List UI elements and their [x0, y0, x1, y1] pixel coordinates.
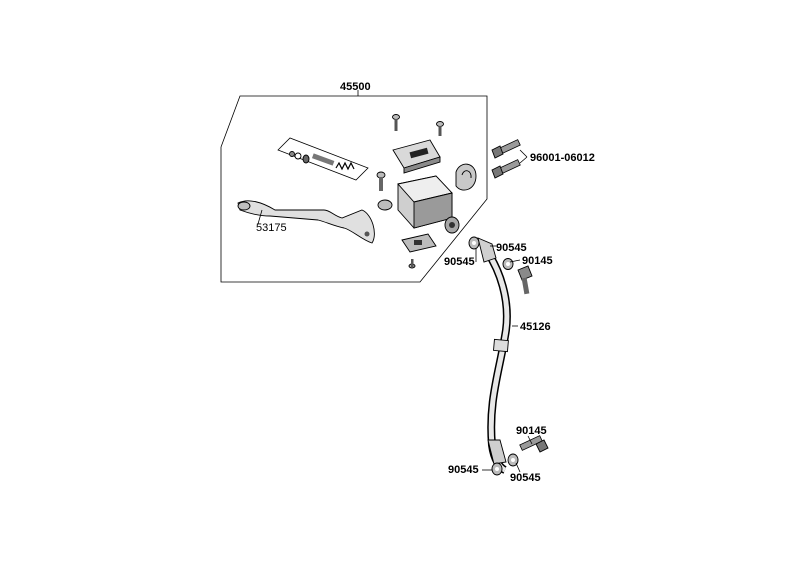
banjo-bolt-lower	[519, 435, 549, 453]
label-assembly: 45500	[340, 81, 371, 93]
washer-lower-left	[491, 462, 503, 476]
label-lever: 53175	[256, 222, 287, 234]
mount-bolt-lower	[491, 159, 521, 179]
brake-hose	[477, 237, 511, 474]
cap-screw-right	[436, 121, 444, 136]
master-cylinder-body	[377, 175, 460, 234]
mount-bolt-upper	[491, 139, 521, 159]
label-washer-lower-right: 90545	[510, 472, 541, 484]
label-banjo-bolt-lower: 90145	[516, 425, 547, 437]
washer-upper-left	[468, 236, 480, 250]
cap-screw-left	[392, 114, 400, 131]
reservoir-cap	[392, 139, 441, 174]
label-washer-upper-left: 90545	[444, 256, 475, 268]
washer-lower-right	[507, 453, 519, 467]
brake-lever	[237, 200, 375, 244]
label-banjo-bolt-upper: 90145	[522, 255, 553, 267]
assembly-boundary	[220, 90, 488, 283]
piston-kit	[277, 137, 369, 181]
washer-upper-right	[502, 258, 514, 270]
label-washer-lower-left: 90545	[448, 464, 479, 476]
label-washer-upper-right: 90545	[496, 242, 527, 254]
label-bolt-upper: 96001-06012	[530, 152, 595, 164]
pivot-bolt	[376, 171, 386, 191]
banjo-bolt-upper	[517, 265, 533, 295]
label-hose: 45126	[520, 321, 551, 333]
brake-switch	[401, 233, 437, 269]
handlebar-clamp	[455, 163, 477, 191]
